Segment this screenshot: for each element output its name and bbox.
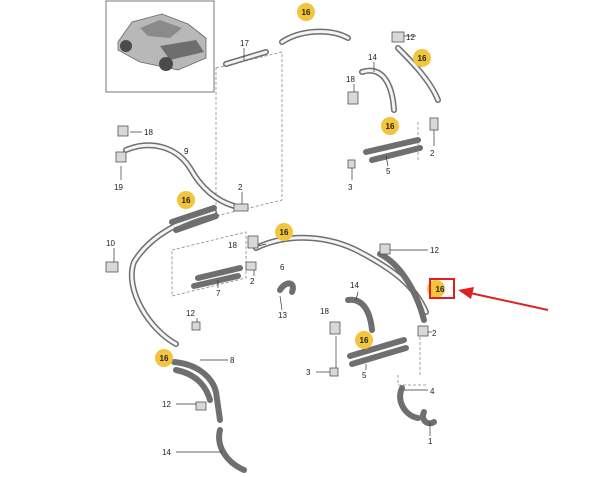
badge-16-lower-left bbox=[155, 349, 173, 367]
callout-2-lower-right: 2 bbox=[432, 329, 437, 338]
callout-17: 17 bbox=[240, 39, 249, 48]
badge-16-top-label: 16 bbox=[302, 8, 311, 17]
callout-9: 9 bbox=[184, 147, 189, 156]
badge-16-lower-mid-label: 16 bbox=[360, 336, 369, 345]
callout-4: 4 bbox=[430, 387, 435, 396]
callout-2-right-top: 2 bbox=[430, 149, 435, 158]
callout-14-top: 14 bbox=[368, 53, 377, 62]
badge-16-lower-mid bbox=[355, 331, 373, 349]
callout-18-lower: 18 bbox=[320, 307, 329, 316]
badge-16-right-mid-label: 16 bbox=[386, 122, 395, 131]
callout-19: 19 bbox=[114, 183, 123, 192]
badge-16-center-label: 16 bbox=[280, 228, 289, 237]
callout-18-left: 18 bbox=[144, 128, 153, 137]
callout-5-lower: 5 bbox=[362, 371, 367, 380]
callout-18-right: 18 bbox=[346, 75, 355, 84]
callout-10: 10 bbox=[106, 239, 115, 248]
callout-7: 7 bbox=[216, 289, 221, 298]
callout-18-center: 18 bbox=[228, 241, 237, 250]
leader-lines bbox=[113, 35, 435, 453]
badge-16-highlighted bbox=[427, 280, 445, 298]
dashed-groupings bbox=[171, 51, 428, 386]
callout-numbers: 17 12 14 18 18 2 9 5 3 19 2 10 18 12 6 2… bbox=[106, 33, 439, 457]
callout-13: 13 bbox=[278, 311, 287, 320]
callout-3-top: 3 bbox=[348, 183, 353, 192]
callout-2-center: 2 bbox=[250, 277, 255, 286]
yellow-badges: 16 16 16 16 16 16 16 16 bbox=[155, 3, 445, 367]
callout-6: 6 bbox=[280, 263, 285, 272]
car-thumbnail-icon bbox=[105, 0, 215, 93]
badge-16-lower-left-label: 16 bbox=[160, 354, 169, 363]
red-arrow-icon bbox=[458, 287, 549, 311]
callout-1: 1 bbox=[428, 437, 433, 446]
badge-16-upper-right-label: 16 bbox=[418, 54, 427, 63]
callout-14-bottom: 14 bbox=[162, 448, 171, 457]
badge-16-right-mid bbox=[381, 117, 399, 135]
callout-5-top: 5 bbox=[386, 167, 391, 176]
callout-12-left: 12 bbox=[186, 309, 195, 318]
badge-16-upper-right bbox=[413, 49, 431, 67]
badge-16-top bbox=[297, 3, 315, 21]
highlight-box bbox=[429, 278, 455, 299]
badge-16-left-mid-label: 16 bbox=[182, 196, 191, 205]
callout-14-mid: 14 bbox=[350, 281, 359, 290]
callout-12-top: 12 bbox=[406, 33, 415, 42]
badge-16-highlighted-label: 16 bbox=[436, 285, 445, 294]
callout-12-mid: 12 bbox=[430, 246, 439, 255]
callout-2-left: 2 bbox=[238, 183, 243, 192]
badge-16-center bbox=[275, 223, 293, 241]
callout-3-lower: 3 bbox=[306, 368, 311, 377]
fittings bbox=[105, 31, 439, 411]
callout-12-bottom: 12 bbox=[162, 400, 171, 409]
callout-8: 8 bbox=[230, 356, 235, 365]
badge-16-left-mid bbox=[177, 191, 195, 209]
hoses bbox=[123, 28, 441, 473]
